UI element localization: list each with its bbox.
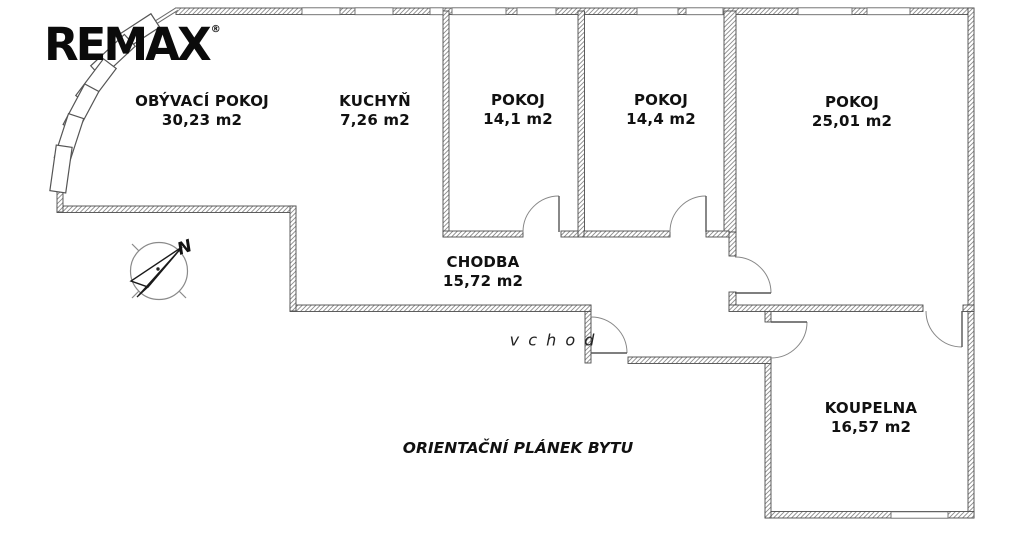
room-area: 25,01 m2 — [811, 112, 893, 130]
room-name: POKOJ — [824, 93, 880, 111]
room-label-pokoj-1: POKOJ 14,1 m2 — [483, 91, 553, 129]
room-label-pokoj-3: POKOJ 25,01 m2 — [812, 93, 892, 131]
room-label-chodba: CHODBA 15,72 m2 — [443, 253, 523, 291]
compass-north-label: N — [175, 236, 195, 260]
room-area: 14,4 m2 — [626, 110, 696, 128]
door-koupelna-north — [925, 310, 963, 348]
room-label-pokoj-2: POKOJ 14,4 m2 — [626, 91, 696, 129]
room-name: CHODBA — [446, 253, 520, 271]
room-name: POKOJ — [633, 91, 689, 109]
room-label-kuchyn: KUCHYŇ 7,26 m2 — [339, 92, 411, 130]
room-area: 16,57 m2 — [830, 418, 912, 436]
remax-logo-text: REMAX — [44, 18, 212, 71]
compass-icon: N — [129, 236, 195, 301]
room-area: 30,23 m2 — [161, 111, 243, 129]
remax-logo: REMAX® — [44, 22, 221, 67]
curved-window-wall — [49, 7, 179, 194]
door-entrance — [590, 316, 628, 354]
room-name: POKOJ — [490, 91, 546, 109]
doors — [522, 195, 963, 359]
door-pokoj-1 — [522, 195, 560, 233]
room-name: OBÝVACÍ POKOJ — [135, 92, 269, 110]
room-area: 14,1 m2 — [483, 110, 553, 128]
door-koupelna-west — [770, 321, 808, 359]
walls — [56, 7, 975, 519]
entrance-label: v c h o d — [509, 330, 597, 350]
door-pokoj-2 — [669, 195, 707, 233]
door-pokoj-3 — [734, 256, 772, 294]
room-label-koupelna: KOUPELNA 16,57 m2 — [825, 399, 917, 437]
windows — [301, 7, 949, 519]
room-label-obyvaci-pokoj: OBÝVACÍ POKOJ 30,23 m2 — [135, 92, 269, 130]
room-area: 7,26 m2 — [340, 111, 410, 129]
registered-trademark-mark: ® — [210, 24, 221, 35]
plan-caption: ORIENTAČNÍ PLÁNEK BYTU — [402, 439, 634, 457]
room-area: 15,72 m2 — [442, 272, 524, 290]
room-name: KUCHYŇ — [339, 92, 411, 110]
room-name: KOUPELNA — [824, 399, 918, 417]
